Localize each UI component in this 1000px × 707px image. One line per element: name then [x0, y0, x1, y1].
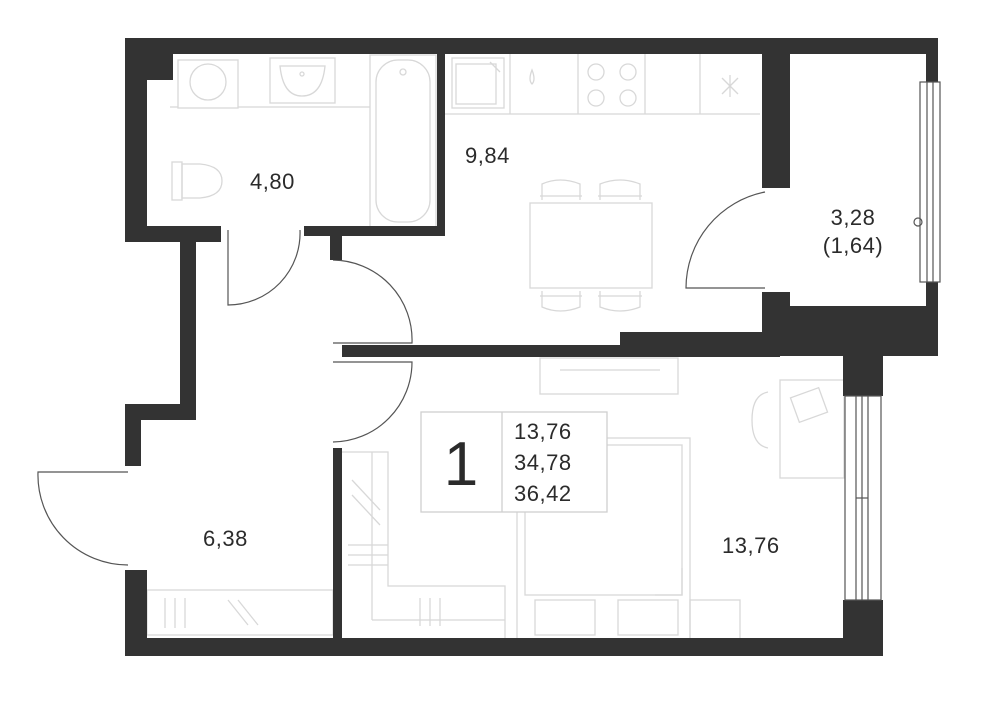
balcony-door [685, 191, 766, 289]
bathroom-area-label: 4,80 [250, 169, 295, 194]
bathtub-icon [369, 54, 437, 228]
bedroom-window [844, 395, 882, 601]
total-with-balcony-value: 36,42 [514, 481, 572, 506]
kitchen-door [332, 259, 413, 344]
living-area-value: 13,76 [514, 419, 572, 444]
bathroom-door [227, 229, 301, 306]
balcony-reduced-area-label: (1,64) [823, 233, 883, 258]
doors [37, 191, 766, 566]
stove-icon [587, 63, 637, 107]
rooms-count: 1 [444, 430, 478, 499]
dining-table-icon [529, 179, 653, 312]
windows [844, 81, 941, 601]
desk-icon [751, 379, 845, 479]
fridge-icon [721, 75, 739, 97]
balcony-window [913, 81, 941, 283]
furniture [146, 54, 845, 641]
balcony-area-label: 3,28 [831, 205, 876, 230]
toilet-icon [171, 161, 223, 201]
hallway-area-label: 6,38 [203, 526, 248, 551]
total-area-value: 34,78 [514, 450, 572, 475]
bedroom-door [332, 361, 413, 443]
tv-stand-icon [539, 357, 679, 395]
entrance-door [37, 471, 129, 566]
walls [125, 38, 938, 656]
kitchen-sink-icon [451, 57, 505, 109]
bedroom-area-label: 13,76 [722, 533, 780, 558]
area-legend: 1 13,76 34,78 36,42 [420, 411, 608, 513]
kitchen-area-label: 9,84 [465, 143, 510, 168]
washing-machine-icon [177, 59, 239, 109]
